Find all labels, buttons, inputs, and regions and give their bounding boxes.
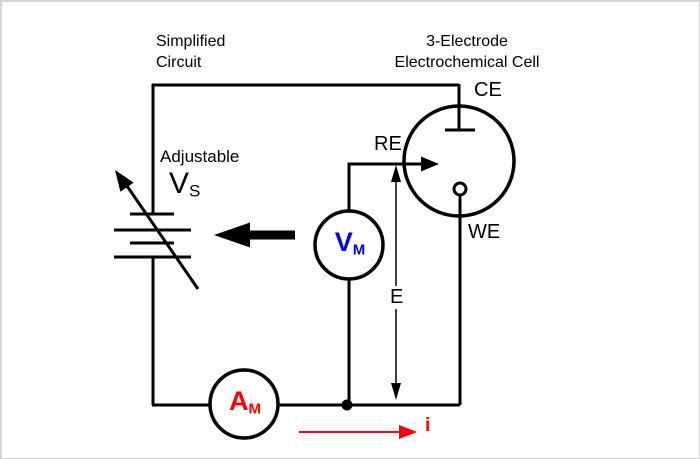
e-arrowhead-bottom-icon xyxy=(391,383,401,400)
adjustable-arrowhead-icon xyxy=(115,170,134,192)
ammeter-label: AM xyxy=(212,387,278,417)
vm-subscript: M xyxy=(352,241,366,259)
am-subscript: M xyxy=(248,400,262,418)
am-main: A xyxy=(229,386,249,416)
title-right-line1: 3-Electrode xyxy=(426,33,508,50)
title-right-line2: Electrochemical Cell xyxy=(394,54,540,71)
vs-subscript: S xyxy=(189,181,201,201)
feedback-arrow-icon xyxy=(214,222,295,248)
title-left-line2: Circuit xyxy=(156,54,202,71)
title-left-line1: Simplified xyxy=(156,33,226,50)
title-electrochemical-cell: 3-Electrode Electrochemical Cell xyxy=(374,31,560,73)
voltmeter-label: VM xyxy=(317,228,383,258)
ammeter-body xyxy=(208,368,280,440)
title-simplified-circuit: Simplified Circuit xyxy=(156,31,225,73)
re-arrowhead-icon xyxy=(421,156,439,172)
ce-label: CE xyxy=(474,79,502,101)
potential-label: E xyxy=(387,286,407,309)
source-voltage-label: VS xyxy=(169,168,200,201)
re-label: RE xyxy=(374,133,402,155)
voltmeter-body xyxy=(313,209,385,281)
we-label: WE xyxy=(468,221,501,243)
we-contact-dot xyxy=(452,181,468,197)
adjustable-label: Adjustable xyxy=(160,147,240,166)
current-label: i xyxy=(425,415,431,436)
vm-main: V xyxy=(334,227,353,257)
e-arrowhead-top-icon xyxy=(391,165,401,182)
current-arrowhead-icon xyxy=(399,425,417,439)
adjustable-arrow-shaft xyxy=(125,185,200,290)
junction-dot xyxy=(341,399,353,411)
vs-main: V xyxy=(169,167,190,200)
re-wire xyxy=(347,162,424,211)
